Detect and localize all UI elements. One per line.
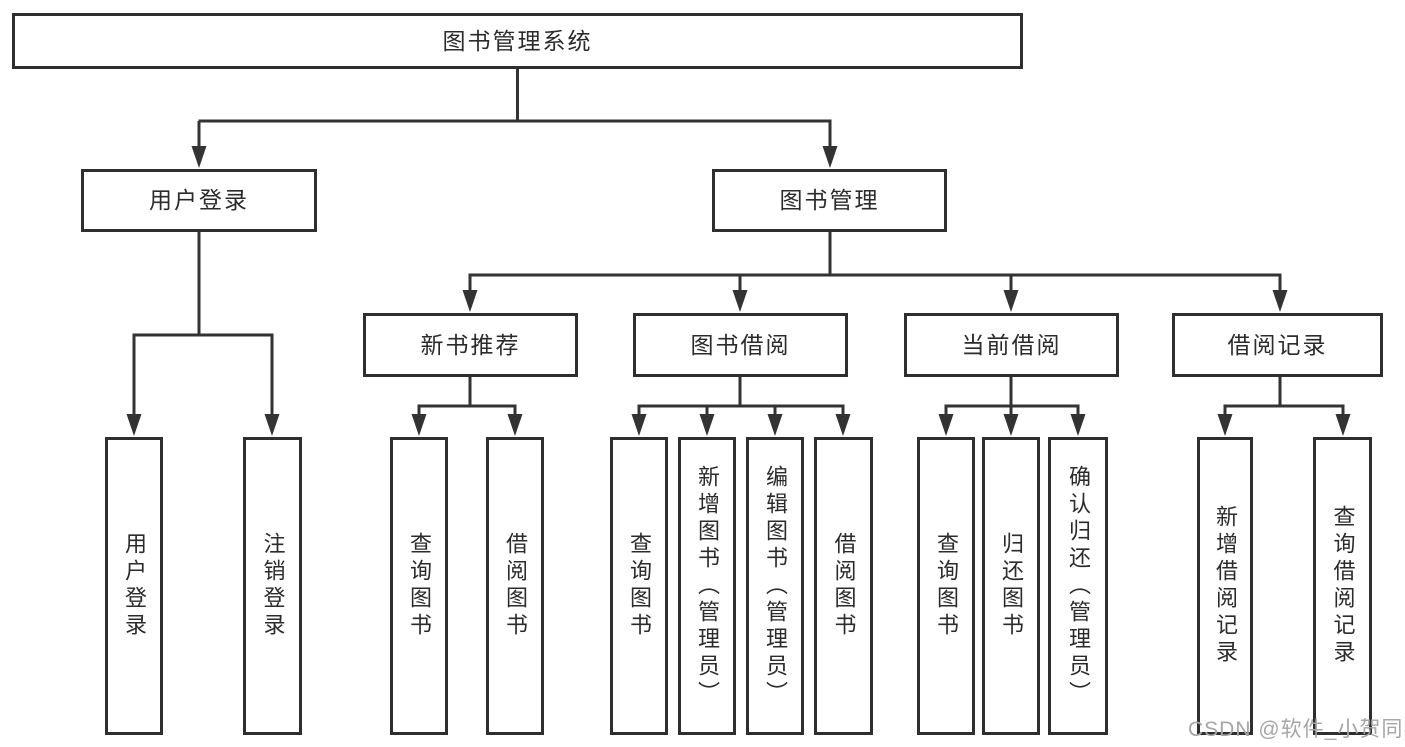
arrowhead	[126, 414, 142, 436]
node-label: 图书借阅	[690, 331, 791, 358]
connector-user-login	[132, 232, 274, 418]
node-label: 查询图书	[627, 532, 652, 640]
connector-borrow-records	[1223, 377, 1345, 418]
leaf-edit-books-admin: 编辑图书（管理员）	[746, 437, 804, 735]
node-label: 归还图书	[999, 532, 1024, 640]
node-current-borrowing: 当前借阅	[904, 313, 1119, 377]
node-book-borrowing: 图书借阅	[633, 313, 848, 377]
node-label: 图书管理系统	[442, 27, 593, 54]
node-user-login: 用户登录	[81, 169, 317, 232]
leaf-confirm-return-admin: 确认归还（管理员）	[1048, 437, 1108, 735]
leaf-query-books-current: 查询图书	[917, 437, 975, 735]
node-label: 借阅记录	[1227, 331, 1328, 358]
node-label: 借阅图书	[503, 532, 528, 640]
node-label: 用户登录	[149, 187, 249, 213]
leaf-add-books-admin: 新增图书（管理员）	[678, 437, 736, 735]
node-label: 确认归还（管理员）	[1066, 464, 1091, 708]
connector-book-mgmt	[468, 232, 1282, 294]
arrowhead	[507, 414, 523, 436]
arrowhead	[1003, 290, 1019, 312]
arrowhead	[411, 414, 427, 436]
node-library-management-system: 图书管理系统	[12, 13, 1023, 69]
arrowhead	[191, 146, 207, 168]
node-label: 查询图书	[934, 532, 959, 640]
node-borrow-records: 借阅记录	[1172, 313, 1383, 377]
leaf-user-login: 用户登录	[105, 437, 163, 735]
arrowhead	[1070, 414, 1086, 436]
node-label: 新增图书（管理员）	[695, 464, 720, 708]
leaf-query-borrow-record: 查询借阅记录	[1313, 437, 1372, 735]
leaf-return-books: 归还图书	[982, 437, 1040, 735]
node-label: 注销登录	[260, 532, 286, 640]
arrowhead	[462, 290, 478, 312]
leaf-query-books-borrowing: 查询图书	[610, 437, 668, 735]
arrowhead	[767, 414, 783, 436]
arrowhead	[264, 414, 280, 436]
leaf-query-books-recommend: 查询图书	[390, 437, 448, 735]
arrowhead	[699, 414, 715, 436]
arrowhead	[732, 290, 748, 312]
csdn-watermark: CSDN @软件_小贺同学	[1188, 718, 1405, 741]
arrowhead	[1003, 414, 1019, 436]
arrowhead	[822, 146, 838, 168]
connector-book-borrow	[637, 377, 845, 418]
node-book-management: 图书管理	[712, 169, 947, 232]
connector-root	[197, 69, 832, 150]
arrowhead	[1217, 414, 1233, 436]
node-label: 用户登录	[122, 532, 147, 640]
node-new-book-recommend: 新书推荐	[363, 313, 578, 377]
leaf-borrow-books-borrowing: 借阅图书	[814, 437, 873, 735]
node-label: 借阅图书	[831, 532, 857, 640]
arrowhead	[1335, 414, 1351, 436]
arrowhead	[631, 414, 647, 436]
leaf-logout: 注销登录	[243, 437, 302, 735]
node-label: 当前借阅	[961, 331, 1062, 358]
node-label: 查询图书	[407, 532, 432, 640]
arrowhead	[938, 414, 954, 436]
arrowhead	[835, 414, 851, 436]
node-label: 图书管理	[779, 187, 880, 213]
node-label: 新增借阅记录	[1213, 505, 1238, 667]
node-label: 查询借阅记录	[1330, 505, 1356, 667]
connector-current-borrow	[944, 377, 1080, 418]
node-label: 编辑图书（管理员）	[763, 464, 788, 708]
node-label: 新书推荐	[420, 331, 521, 358]
arrowhead	[1272, 290, 1288, 312]
leaf-borrow-books-recommend: 借阅图书	[486, 437, 544, 735]
connector-new-books	[417, 377, 517, 418]
leaf-add-borrow-record: 新增借阅记录	[1197, 437, 1253, 735]
